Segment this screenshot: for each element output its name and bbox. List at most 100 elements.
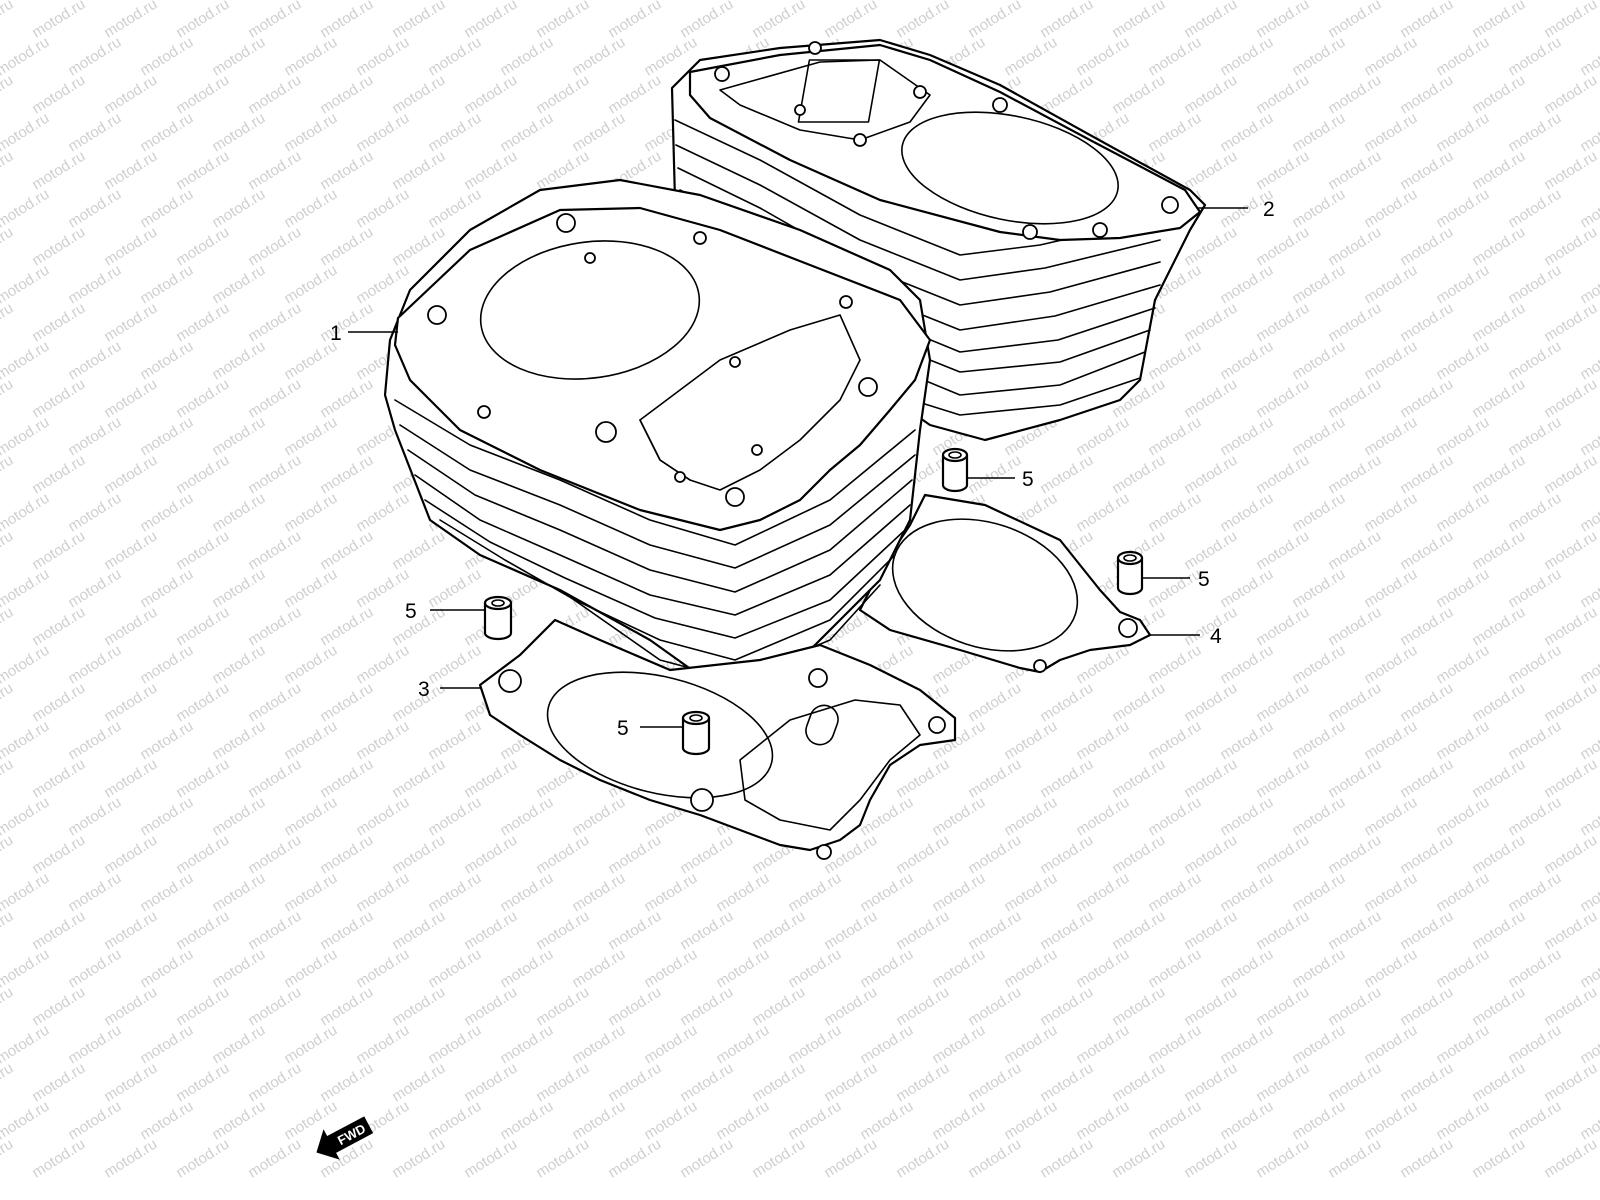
watermark-text: motod.ru — [389, 528, 448, 574]
watermark-text: motod.ru — [641, 1022, 700, 1068]
watermark-text: motod.ru — [1361, 794, 1420, 840]
watermark-text: motod.ru — [1145, 794, 1204, 840]
watermark-text: motod.ru — [1397, 1136, 1456, 1182]
watermark-text: motod.ru — [1541, 680, 1600, 726]
watermark-text: motod.ru — [1433, 870, 1492, 916]
watermark-text: motod.ru — [1541, 148, 1600, 194]
watermark-text: motod.ru — [1289, 262, 1348, 308]
watermark-text: motod.ru — [245, 1136, 304, 1182]
watermark-text: motod.ru — [1325, 376, 1384, 422]
watermark-text: motod.ru — [641, 870, 700, 916]
watermark-text: motod.ru — [893, 1136, 952, 1182]
watermark-text: motod.ru — [209, 262, 268, 308]
watermark-text: motod.ru — [1361, 262, 1420, 308]
watermark-text: motod.ru — [533, 72, 592, 118]
watermark-text: motod.ru — [0, 0, 16, 41]
watermark-text: motod.ru — [317, 832, 376, 878]
watermark-text: motod.ru — [1001, 1098, 1060, 1144]
watermark-text: motod.ru — [929, 794, 988, 840]
watermark-text: motod.ru — [677, 0, 736, 41]
watermark-text: motod.ru — [929, 870, 988, 916]
watermark-text: motod.ru — [569, 1098, 628, 1144]
watermark-text: motod.ru — [1001, 946, 1060, 992]
watermark-text: motod.ru — [965, 984, 1024, 1030]
watermark-text: motod.ru — [1361, 338, 1420, 384]
watermark-text: motod.ru — [1037, 1060, 1096, 1106]
watermark-text: motod.ru — [0, 376, 16, 422]
watermark-text: motod.ru — [1217, 34, 1276, 80]
watermark-text: motod.ru — [677, 832, 736, 878]
watermark-text: motod.ru — [0, 1136, 16, 1182]
watermark-text: motod.ru — [569, 794, 628, 840]
watermark-text: motod.ru — [425, 718, 484, 764]
watermark-text: motod.ru — [1145, 490, 1204, 536]
watermark-text: motod.ru — [1073, 1098, 1132, 1144]
watermark-text: motod.ru — [605, 1136, 664, 1182]
watermark-text: motod.ru — [749, 984, 808, 1030]
watermark-text: motod.ru — [281, 414, 340, 460]
watermark-text: motod.ru — [1541, 604, 1600, 650]
watermark-text: motod.ru — [677, 1060, 736, 1106]
watermark-text: motod.ru — [497, 870, 556, 916]
watermark-text: motod.ru — [245, 0, 304, 41]
watermark-text: motod.ru — [857, 1022, 916, 1068]
callout-5-right: 5 — [1198, 568, 1210, 591]
watermark-text: motod.ru — [497, 946, 556, 992]
watermark-text: motod.ru — [317, 908, 376, 954]
watermark-text: motod.ru — [101, 72, 160, 118]
watermark-text: motod.ru — [1037, 984, 1096, 1030]
watermark-text: motod.ru — [965, 1060, 1024, 1106]
watermark-text: motod.ru — [1073, 718, 1132, 764]
watermark-text: motod.ru — [1109, 452, 1168, 498]
watermark-text: motod.ru — [1217, 794, 1276, 840]
watermark-text: motod.ru — [101, 0, 160, 41]
watermark-text: motod.ru — [1397, 908, 1456, 954]
watermark-text: motod.ru — [461, 148, 520, 194]
watermark-text: motod.ru — [1361, 34, 1420, 80]
watermark-text: motod.ru — [497, 34, 556, 80]
watermark-text: motod.ru — [461, 756, 520, 802]
watermark-text: motod.ru — [1361, 1022, 1420, 1068]
watermark-text: motod.ru — [0, 984, 16, 1030]
watermark-text: motod.ru — [1541, 908, 1600, 954]
watermark-text: motod.ru — [533, 908, 592, 954]
watermark-text: motod.ru — [1505, 34, 1564, 80]
watermark-text: motod.ru — [101, 680, 160, 726]
watermark-text: motod.ru — [29, 756, 88, 802]
watermark-text: motod.ru — [1109, 680, 1168, 726]
watermark-text: motod.ru — [1361, 642, 1420, 688]
watermark-text: motod.ru — [1433, 110, 1492, 156]
front-cylinder — [383, 178, 932, 692]
watermark-text: motod.ru — [173, 984, 232, 1030]
watermark-text: motod.ru — [1253, 0, 1312, 41]
watermark-text: motod.ru — [1433, 946, 1492, 992]
watermark-text: motod.ru — [893, 908, 952, 954]
watermark-text: motod.ru — [1325, 224, 1384, 270]
watermark-text: motod.ru — [1037, 680, 1096, 726]
dowel-pin-right — [1116, 550, 1144, 596]
watermark-text: motod.ru — [173, 1136, 232, 1182]
watermark-text: motod.ru — [533, 0, 592, 41]
watermark-text: motod.ru — [29, 604, 88, 650]
callout-3: 3 — [418, 678, 430, 701]
watermark-text: motod.ru — [641, 946, 700, 992]
watermark-text: motod.ru — [245, 984, 304, 1030]
watermark-text: motod.ru — [1073, 34, 1132, 80]
watermark-text: motod.ru — [0, 148, 16, 194]
watermark-text: motod.ru — [389, 0, 448, 41]
watermark-text: motod.ru — [1541, 832, 1600, 878]
watermark-text: motod.ru — [281, 1022, 340, 1068]
watermark-text: motod.ru — [749, 0, 808, 41]
watermark-text: motod.ru — [209, 794, 268, 840]
watermark-text: motod.ru — [605, 1060, 664, 1106]
watermark-text: motod.ru — [1397, 224, 1456, 270]
watermark-text: motod.ru — [533, 984, 592, 1030]
watermark-text: motod.ru — [605, 0, 664, 41]
watermark-text: motod.ru — [497, 794, 556, 840]
watermark-text: motod.ru — [29, 224, 88, 270]
watermark-text: motod.ru — [101, 1136, 160, 1182]
watermark-text: motod.ru — [1325, 528, 1384, 574]
watermark-text: motod.ru — [1253, 72, 1312, 118]
watermark-text: motod.ru — [1325, 300, 1384, 346]
watermark-text: motod.ru — [425, 110, 484, 156]
